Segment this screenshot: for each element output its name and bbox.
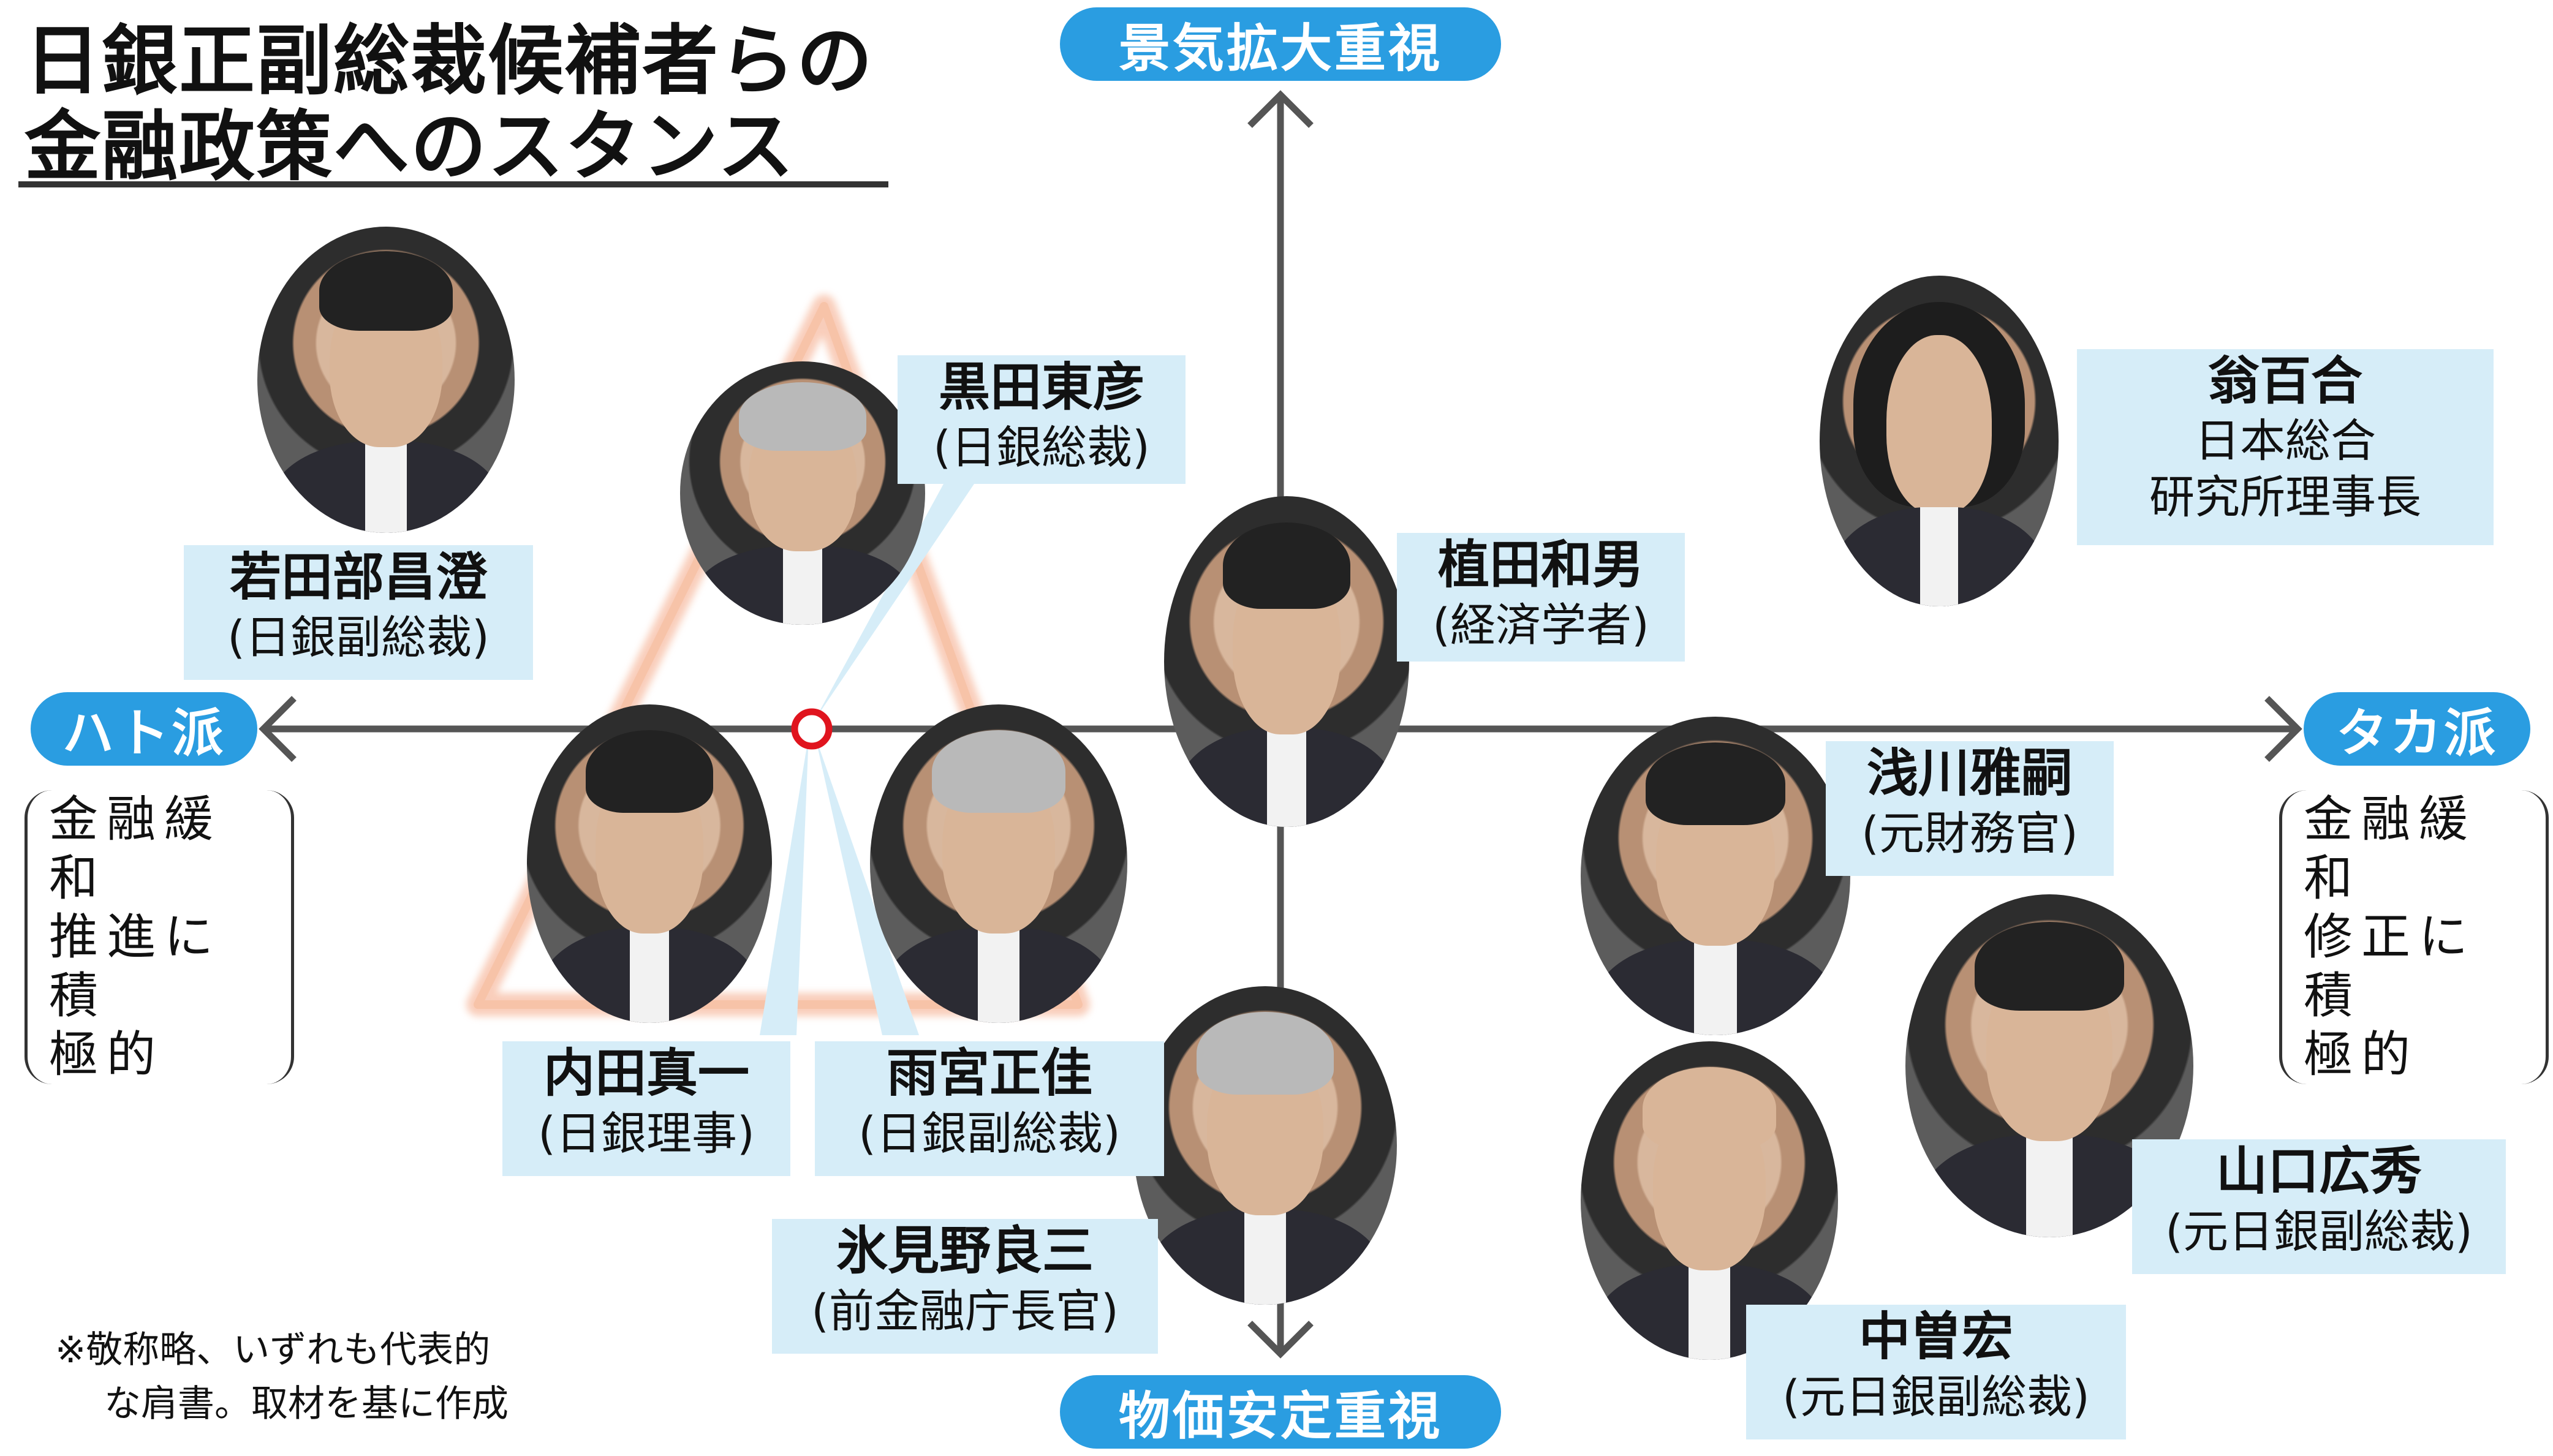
portrait-ueda — [1164, 496, 1409, 827]
person-name: 若田部昌澄 — [229, 547, 487, 607]
label-nakaso: 中曽宏 (元日銀副総裁) — [1746, 1305, 2126, 1439]
arrow-left-icon — [259, 696, 297, 762]
footnote: ※敬称略、いずれも代表的 な肩書。取材を基に作成 — [55, 1323, 509, 1431]
axis-label-right: タカ派 — [2304, 692, 2530, 766]
person-role: (元日銀副総裁) — [1782, 1371, 2090, 1424]
title-line-1: 日銀正副総裁候補者らの — [25, 17, 874, 105]
person-name: 中曽宏 — [1858, 1307, 2013, 1367]
label-okina: 翁百合 日本総合 研究所理事長 — [2077, 349, 2494, 545]
person-name: 内田真一 — [543, 1043, 749, 1103]
right-axis-description: 金融緩和 修正に積 極的 — [2279, 790, 2549, 1084]
person-name: 氷見野良三 — [836, 1221, 1094, 1281]
person-name: 雨宮正佳 — [886, 1043, 1092, 1103]
person-role: (経済学者) — [1432, 599, 1649, 652]
label-wakatabe: 若田部昌澄 (日銀副総裁) — [184, 545, 533, 680]
person-name: 山口広秀 — [2215, 1141, 2422, 1201]
footnote-line-1: ※敬称略、いずれも代表的 — [55, 1329, 491, 1371]
person-role: (元日銀副総裁) — [2165, 1205, 2473, 1258]
axis-label-left: ハト派 — [31, 692, 257, 766]
portrait-okina — [1820, 276, 2059, 606]
arrow-right-icon — [2264, 696, 2302, 762]
chart-title: 日銀正副総裁候補者らの 金融政策へのスタンス — [25, 18, 874, 190]
label-yamaguchi: 山口広秀 (元日銀副総裁) — [2132, 1139, 2506, 1274]
label-ueda: 植田和男 (経済学者) — [1397, 533, 1685, 662]
label-uchida: 内田真一 (日銀理事) — [502, 1041, 790, 1176]
portrait-uchida — [527, 704, 772, 1023]
label-asakawa: 浅川雅嗣 (元財務官) — [1826, 741, 2114, 876]
arrow-up-icon — [1247, 90, 1314, 128]
person-role: (日銀副総裁) — [858, 1107, 1121, 1160]
person-role: (前金融庁長官) — [811, 1285, 1119, 1338]
axis-label-bottom: 物価安定重視 — [1060, 1375, 1501, 1449]
label-amamiya: 雨宮正佳 (日銀副総裁) — [815, 1041, 1164, 1176]
left-axis-description: 金融緩和 推進に積 極的 — [25, 790, 294, 1084]
person-role: (日銀総裁) — [933, 421, 1150, 474]
title-line-2: 金融政策へのスタンス — [25, 103, 795, 192]
portrait-nakaso — [1581, 1041, 1838, 1360]
portrait-amamiya — [870, 704, 1127, 1023]
person-name: 黒田東彦 — [938, 357, 1144, 417]
label-kuroda: 黒田東彦 (日銀総裁) — [898, 355, 1186, 484]
portrait-wakatabe — [257, 227, 515, 533]
person-role: 日本総合 研究所理事長 — [2149, 415, 2421, 524]
person-role: (日銀副総裁) — [227, 611, 490, 664]
person-name: 翁百合 — [2207, 351, 2362, 411]
arrow-down-icon — [1247, 1321, 1314, 1359]
axis-label-top: 景気拡大重視 — [1060, 7, 1501, 81]
footnote-line-2: な肩書。取材を基に作成 — [104, 1382, 509, 1425]
label-himino: 氷見野良三 (前金融庁長官) — [772, 1219, 1158, 1354]
title-underline — [18, 181, 888, 187]
person-role: (元財務官) — [1861, 807, 2078, 860]
origin-marker — [791, 708, 833, 750]
portrait-asakawa — [1581, 717, 1850, 1035]
person-name: 浅川雅嗣 — [1866, 743, 2073, 803]
portrait-himino — [1133, 986, 1397, 1305]
portrait-kuroda — [680, 361, 925, 625]
person-name: 植田和男 — [1437, 535, 1644, 595]
person-role: (日銀理事) — [538, 1107, 755, 1160]
callout-to-uchida — [760, 735, 809, 1035]
callout-to-amamiya — [815, 735, 919, 1035]
